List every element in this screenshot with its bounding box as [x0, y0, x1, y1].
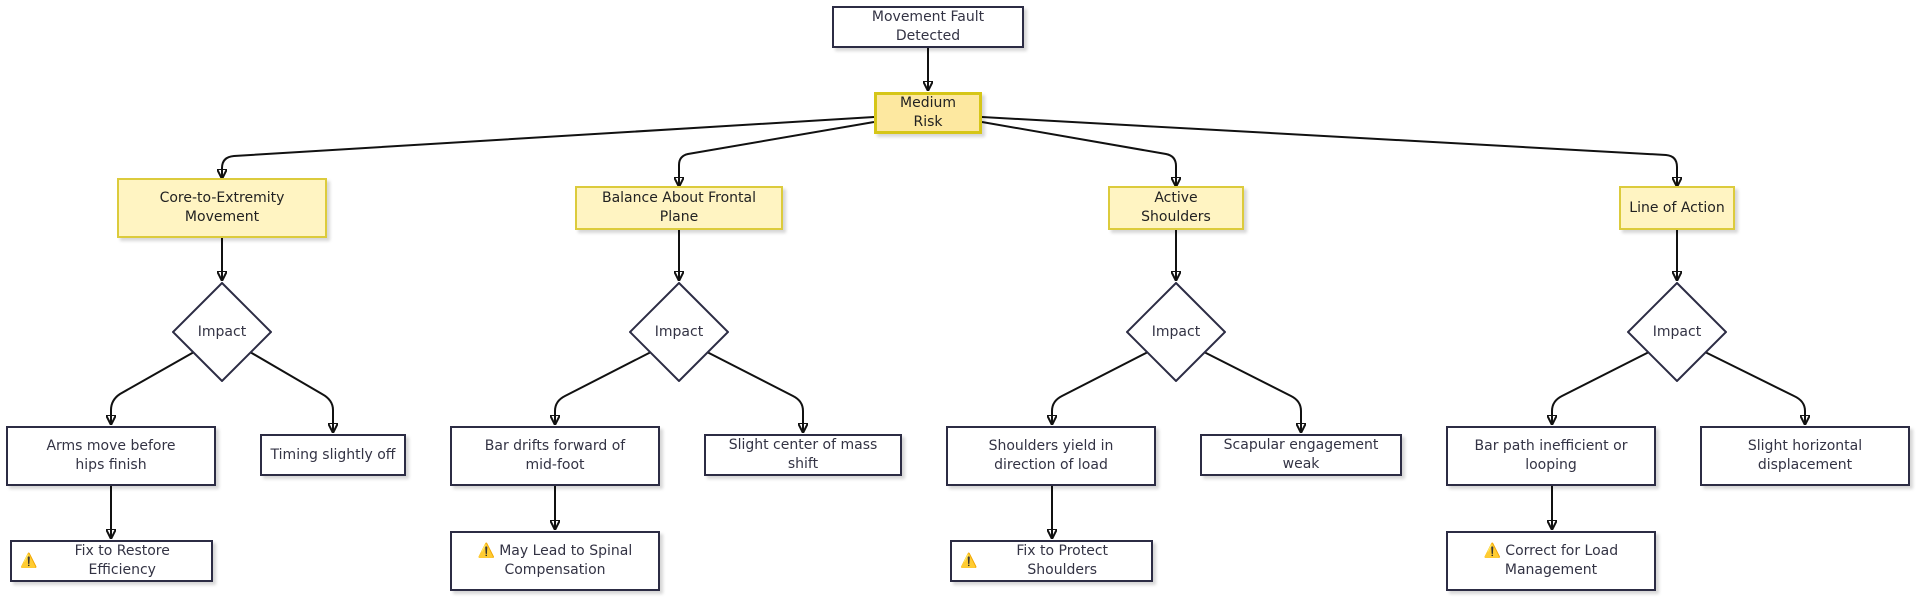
edge-decision-3-to-left: [1052, 351, 1149, 424]
outcome-node: Slight center of mass shift: [704, 434, 902, 476]
action-node: ⚠️May Lead to Spinal Compensation: [450, 531, 660, 591]
category-node: Active Shoulders: [1108, 186, 1244, 230]
edge-decision-4-to-right: [1704, 351, 1805, 424]
outcome-label: Scapular engagement weak: [1223, 437, 1379, 472]
outcome-node: Shoulders yield in direction of load: [946, 426, 1156, 486]
action-label: May Lead to Spinal Compensation: [499, 543, 633, 578]
outcome-node: Arms move before hips finish: [6, 426, 216, 486]
action-node: ⚠️Correct for Load Management: [1446, 531, 1656, 591]
edge-decision-3-to-right: [1203, 351, 1301, 432]
outcome-label: Timing slightly off: [270, 446, 396, 463]
edge-risk-to-category-3: [981, 121, 1176, 186]
warning-icon: ⚠️: [20, 552, 38, 569]
warning-icon: ⚠️: [1483, 543, 1502, 559]
action-label: Correct for Load Management: [1504, 543, 1619, 578]
decision-label: Impact: [1652, 324, 1702, 340]
outcome-node: Scapular engagement weak: [1200, 434, 1402, 476]
risk-node: Medium Risk: [874, 92, 982, 134]
category-label: Active Shoulders: [1141, 190, 1211, 225]
root-label: Movement Fault Detected: [871, 9, 985, 44]
category-node: Core-to-Extremity Movement: [117, 178, 327, 238]
decision-label: Impact: [197, 324, 247, 340]
action-node: ⚠️ Fix to Protect Shoulders: [950, 540, 1153, 582]
outcome-node: Bar drifts forward of mid-foot: [450, 426, 660, 486]
edge-risk-to-category-2: [679, 121, 875, 186]
warning-icon: ⚠️: [960, 552, 978, 569]
decision-node: Impact: [629, 282, 729, 382]
outcome-label: Bar drifts forward of mid-foot: [484, 438, 626, 473]
action-label: Fix to Protect Shoulders: [1016, 543, 1109, 578]
outcome-node: Bar path inefficient or looping: [1446, 426, 1656, 486]
edge-risk-to-category-4: [981, 116, 1677, 186]
action-label: Fix to Restore Efficiency: [74, 543, 170, 578]
edge-decision-2-to-left: [555, 351, 652, 424]
outcome-node: Slight horizontal displacement: [1700, 426, 1910, 486]
action-node: ⚠️ Fix to Restore Efficiency: [10, 540, 213, 582]
root-node: Movement Fault Detected: [832, 6, 1024, 48]
risk-label: Medium Risk: [900, 95, 956, 130]
decision-node: Impact: [1627, 282, 1727, 382]
warning-icon: ⚠️: [477, 543, 496, 559]
edge-decision-4-to-left: [1552, 351, 1650, 424]
outcome-label: Arms move before hips finish: [46, 438, 176, 473]
decision-node: Impact: [1126, 282, 1226, 382]
decision-node: Impact: [172, 282, 272, 382]
edge-decision-1-to-right: [249, 351, 333, 432]
edge-decision-2-to-right: [706, 351, 803, 432]
category-label: Balance About Frontal Plane: [601, 190, 756, 225]
outcome-label: Slight horizontal displacement: [1747, 438, 1863, 473]
outcome-label: Slight center of mass shift: [728, 437, 878, 472]
category-node: Balance About Frontal Plane: [575, 186, 783, 230]
outcome-node: Timing slightly off: [260, 434, 406, 476]
category-label: Core-to-Extremity Movement: [159, 190, 285, 225]
category-label: Line of Action: [1629, 199, 1725, 216]
edge-risk-to-category-1: [222, 116, 875, 178]
edge-decision-1-to-left: [111, 351, 195, 424]
category-node: Line of Action: [1619, 186, 1735, 230]
decision-label: Impact: [1151, 324, 1201, 340]
decision-label: Impact: [654, 324, 704, 340]
outcome-label: Shoulders yield in direction of load: [988, 438, 1114, 473]
outcome-label: Bar path inefficient or looping: [1474, 438, 1628, 473]
